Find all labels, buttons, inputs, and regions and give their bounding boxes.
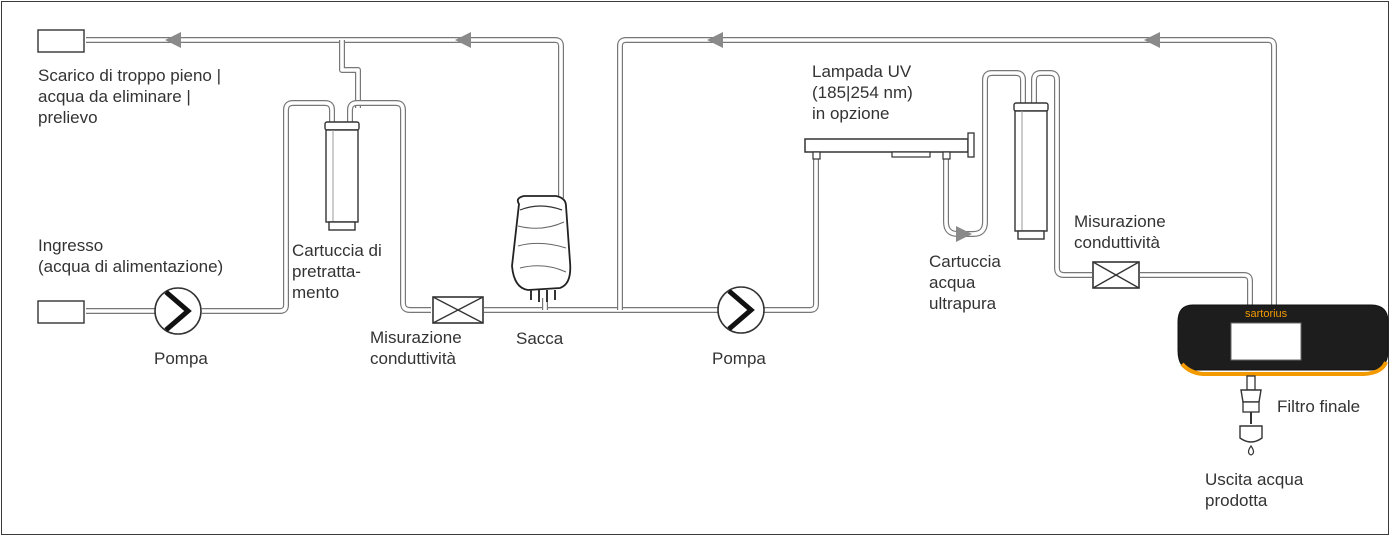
label-uv-lamp: Lampada UV (185|254 nm) in opzione: [812, 62, 913, 123]
ultrapure-cartridge: [1013, 102, 1049, 240]
storage-bag: [511, 195, 572, 302]
label-ultrapure-cartridge: Cartuccia acqua ultrapura: [929, 252, 1001, 313]
label-final-filter: Filtro finale: [1277, 397, 1361, 416]
inlet-box: [37, 300, 85, 324]
flow-arrow-right: [956, 226, 972, 242]
label-conductivity-1: Misurazione conduttività: [370, 328, 462, 368]
pump-2: [717, 286, 765, 334]
pump-1: [154, 287, 202, 335]
label-pump-1: Pompa: [154, 349, 208, 368]
device-brand-logo: sartorius: [1245, 308, 1288, 320]
conductivity-sensor-1: [432, 296, 484, 324]
label-pretreatment-cartridge: Cartuccia di pretratta- mento: [292, 241, 382, 302]
pipe-network: [86, 37, 1277, 314]
conductivity-sensor-2: [1092, 261, 1140, 289]
label-overflow: Scarico di troppo pieno | acqua da elimi…: [38, 66, 222, 127]
overflow-outlet-box: [37, 29, 85, 53]
label-outlet: Uscita acqua prodotta: [1205, 470, 1304, 510]
flow-arrow-left: [707, 32, 723, 48]
flow-arrow-left: [1144, 32, 1160, 48]
pretreatment-cartridge: [324, 121, 360, 231]
flow-arrows: [165, 32, 1160, 242]
flow-arrow-left: [455, 32, 471, 48]
final-filter: [1239, 375, 1263, 456]
label-inlet: Ingresso (acqua di alimentazione): [38, 236, 224, 276]
label-conductivity-2: Misurazione conduttività: [1074, 212, 1166, 252]
sartorius-device: [1177, 304, 1389, 376]
label-bag: Sacca: [516, 329, 564, 348]
label-pump-2: Pompa: [712, 349, 766, 368]
uv-lamp: [804, 132, 975, 160]
flow-arrow-left: [165, 32, 181, 48]
